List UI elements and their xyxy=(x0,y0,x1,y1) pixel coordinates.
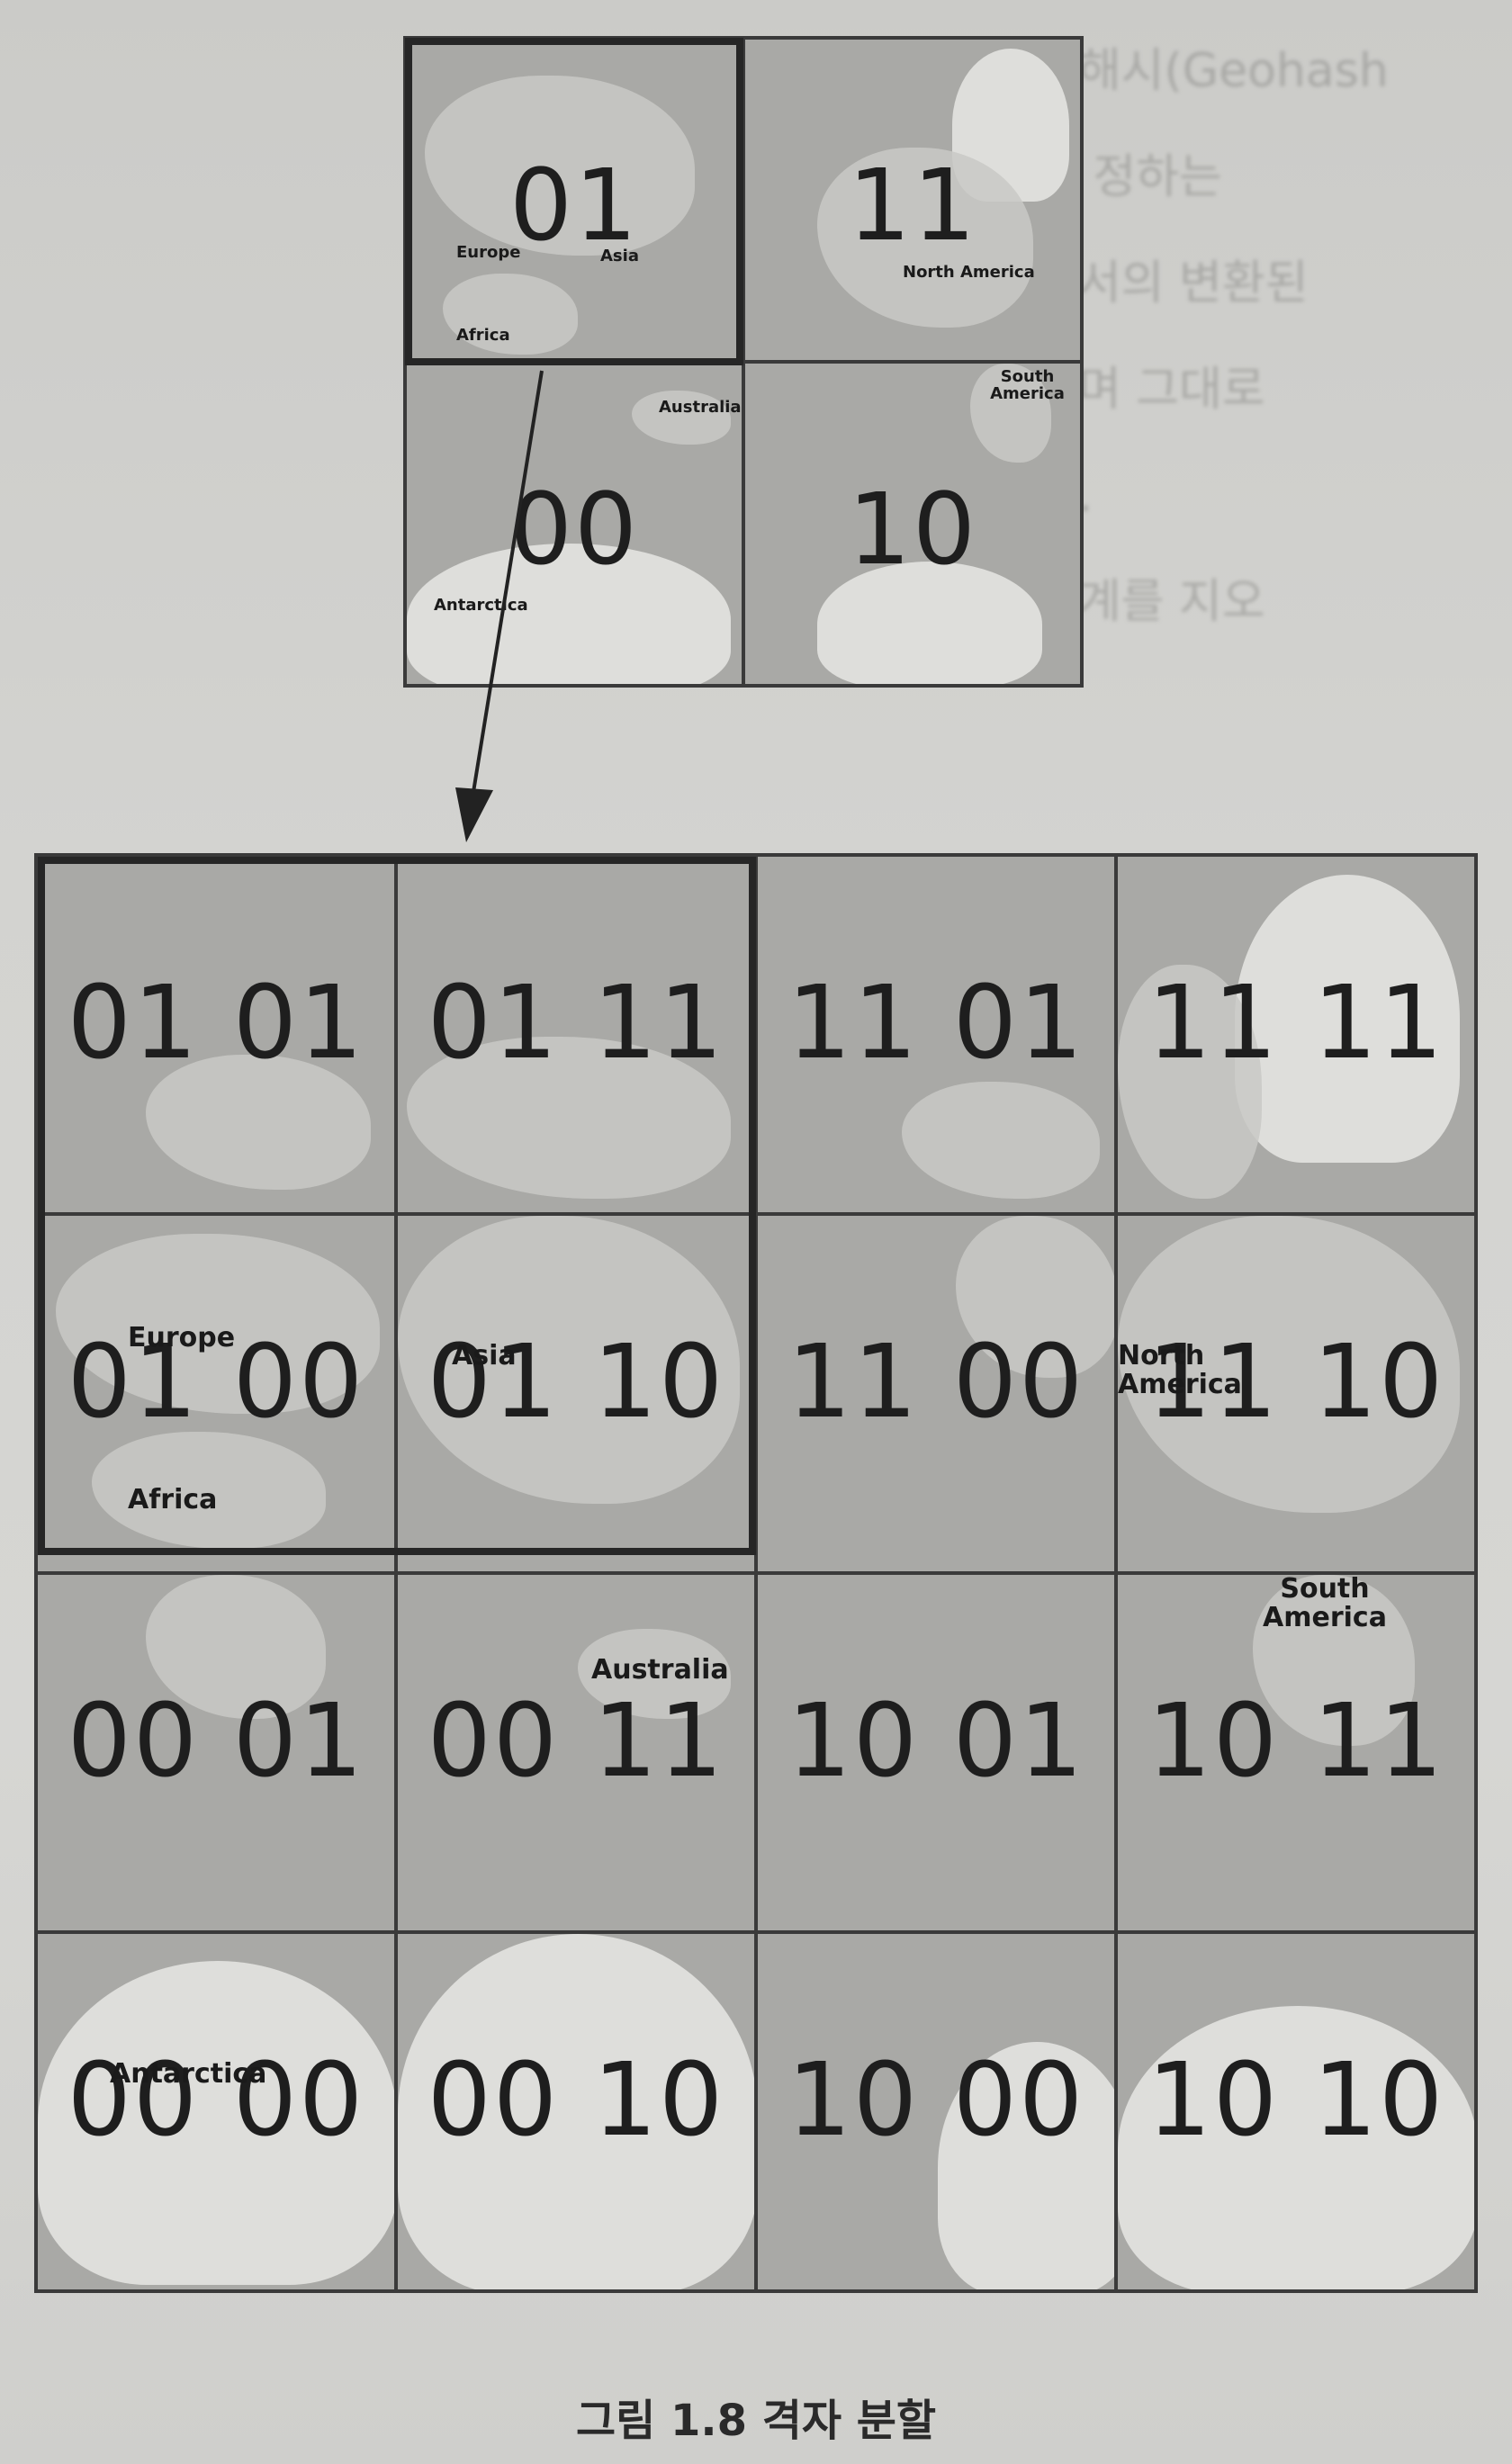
adjacent-line: 자. xyxy=(1035,443,1503,549)
region-label-south-america: South America xyxy=(1263,1575,1387,1633)
cell-code: 01 01 xyxy=(67,965,365,1082)
detail-cell: 11 11 xyxy=(1118,857,1474,1212)
landmass-antarctica xyxy=(1118,2006,1474,2289)
landmass xyxy=(956,1216,1114,1378)
landmass-australia xyxy=(578,1629,731,1719)
cell-code: 11 01 xyxy=(787,965,1085,1082)
landmass-north-america xyxy=(1118,1216,1460,1513)
detail-cell: 11 01 xyxy=(758,857,1114,1212)
landmass xyxy=(146,1575,326,1719)
overview-cell-10: 10 South America xyxy=(745,364,1080,684)
cell-code: 01 11 xyxy=(427,965,725,1082)
region-label-asia: Asia xyxy=(600,247,639,265)
detail-grid: 01 01 01 11 11 01 11 11 01 00 Europe Afr… xyxy=(34,853,1478,2293)
detail-cell: 01 01 xyxy=(38,857,394,1212)
adjacent-line: 에서의 변환된 xyxy=(1035,256,1309,310)
cell-code: 11 xyxy=(848,148,977,263)
figure-caption: 그림 1.8 격자 분할 xyxy=(575,2396,937,2446)
landmass-antarctica xyxy=(938,2042,1114,2289)
region-label-africa: Africa xyxy=(128,1484,218,1515)
cell-code: 00 xyxy=(509,472,639,587)
region-label-europe: Europe xyxy=(128,1322,236,1353)
landmass-africa xyxy=(92,1432,326,1549)
landmass-greenland xyxy=(1235,875,1460,1163)
cell-code: 00 00 xyxy=(67,2042,365,2159)
landmass-antarctica xyxy=(38,1961,394,2285)
detail-cell: 10 11 South America xyxy=(1118,1575,1474,1930)
landmass xyxy=(146,1055,371,1190)
region-label-south-america: South America xyxy=(990,367,1065,403)
region-label-north-america: North America xyxy=(1118,1340,1242,1400)
cell-code: 11 11 xyxy=(1147,965,1445,1082)
landmass-antarctica-east xyxy=(817,562,1042,684)
adjacent-line: 이며 그대로 xyxy=(1035,363,1265,417)
detail-cell: 10 00 xyxy=(758,1934,1114,2289)
region-label-asia: Asia xyxy=(452,1340,517,1371)
detail-cell: 00 10 xyxy=(398,1934,754,2289)
cell-code: 01 10 xyxy=(427,1324,725,1441)
adjacent-line: 오해시(Geohash xyxy=(1035,44,1389,98)
region-label-north-america: North America xyxy=(903,263,1035,282)
landmass-antarctica xyxy=(407,544,731,684)
landmass-south-america xyxy=(1253,1575,1415,1746)
landmass-africa xyxy=(443,274,578,355)
adjacent-page-text: 오해시(Geohash 로 정하는 에서의 변환된 이며 그대로 자. 세계를 … xyxy=(1035,18,1503,756)
detail-cell: 11 10 North America xyxy=(1118,1216,1474,1571)
cell-code: 10 10 xyxy=(1147,2042,1445,2159)
detail-cell: 01 10 Asia xyxy=(398,1216,754,1571)
region-label-australia: Australia xyxy=(659,398,742,417)
cell-code: 10 xyxy=(848,472,977,587)
detail-cell: 00 00 Antarctica xyxy=(38,1934,394,2289)
cell-code: 01 00 xyxy=(67,1324,365,1441)
cell-code: 01 xyxy=(509,148,639,263)
region-label-antarctica: Antarctica xyxy=(110,2058,267,2090)
landmass-australia xyxy=(632,391,731,445)
region-label-australia: Australia xyxy=(591,1654,729,1686)
detail-cell: 01 11 xyxy=(398,857,754,1212)
region-label-europe: Europe xyxy=(456,243,521,262)
landmass-north-america xyxy=(817,148,1033,328)
overview-cell-01: 01 Europe Asia Africa xyxy=(407,40,742,360)
detail-cell: 00 11 Australia xyxy=(398,1575,754,1930)
landmass xyxy=(1118,965,1262,1199)
landmass-asia xyxy=(398,1216,740,1504)
overview-cell-00: 00 Australia Antarctica xyxy=(407,364,742,684)
detail-cell: 11 00 xyxy=(758,1216,1114,1571)
landmass xyxy=(902,1082,1100,1199)
detail-cell: 10 01 xyxy=(758,1575,1114,1930)
cell-code: 00 11 xyxy=(427,1683,725,1800)
adjacent-line: 로 정하는 xyxy=(1035,150,1222,204)
detail-cell: 10 10 xyxy=(1118,1934,1474,2289)
cell-code: 11 10 xyxy=(1147,1324,1445,1441)
region-label-antarctica: Antarctica xyxy=(434,596,528,615)
landmass-antarctica xyxy=(398,1934,754,2289)
cell-code: 00 10 xyxy=(427,2042,725,2159)
detail-cell: 00 01 xyxy=(38,1575,394,1930)
cell-code: 00 01 xyxy=(67,1683,365,1800)
adjacent-line: 세계를 지오 xyxy=(1035,575,1265,629)
cell-code: 10 00 xyxy=(787,2042,1085,2159)
cell-code: 10 11 xyxy=(1147,1683,1445,1800)
detail-cell: 01 00 Europe Africa xyxy=(38,1216,394,1571)
region-label-africa: Africa xyxy=(456,326,510,345)
landmass-south-america xyxy=(970,364,1051,463)
landmass-europe xyxy=(56,1234,380,1414)
cell-code: 10 01 xyxy=(787,1683,1085,1800)
overview-grid: 01 Europe Asia Africa 11 North America 0… xyxy=(403,36,1084,688)
landmass-eurasia xyxy=(425,76,695,256)
cell-code: 11 00 xyxy=(787,1324,1085,1441)
overview-cell-11: 11 North America xyxy=(745,40,1080,360)
landmass xyxy=(407,1037,731,1199)
